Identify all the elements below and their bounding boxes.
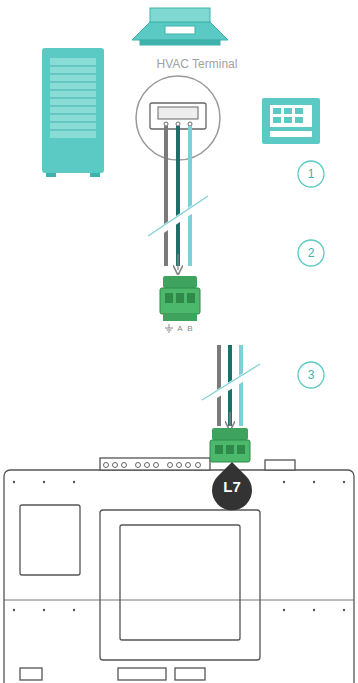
callout-number: 3	[308, 369, 315, 381]
device-caption: HVAC Terminal	[157, 58, 238, 70]
callout-number: 1	[308, 168, 315, 180]
callout-circle	[298, 161, 324, 388]
plug-connector	[160, 276, 200, 321]
upper-cable	[166, 126, 190, 266]
cassette-icon	[132, 8, 228, 45]
cut-mark	[148, 196, 208, 236]
housing-dots	[13, 481, 345, 611]
controller-housing	[4, 458, 354, 683]
callout-number: 2	[308, 247, 315, 259]
port-label: L7	[223, 479, 241, 494]
cut-mark	[202, 364, 260, 400]
outdoor-unit-icon	[42, 48, 104, 177]
pin-name: B	[187, 325, 192, 333]
plug-connector	[210, 428, 250, 462]
ground-symbol	[165, 324, 173, 332]
pin-name: A	[177, 325, 182, 333]
port-marker	[212, 462, 252, 510]
wall-controller-icon	[262, 98, 320, 144]
